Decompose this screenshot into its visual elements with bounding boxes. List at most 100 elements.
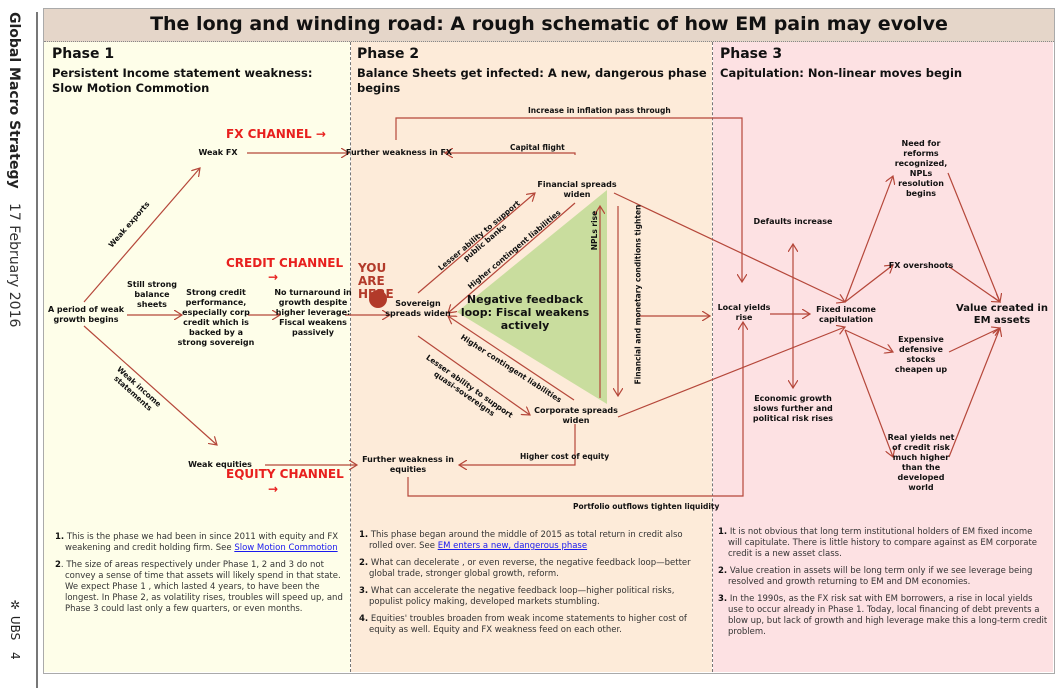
phase2-note-4: 4. Equities' troubles broaden from weak … [359,614,704,636]
equity-channel-label: EQUITY CHANNEL [226,467,344,481]
note-number: 1. [55,532,65,542]
feedback-loop-triangle [457,190,607,404]
node-weak-equities: Weak equities [188,460,252,469]
you-are-here-marker [369,290,387,308]
note-number: 2. [718,566,728,576]
arrow-corporate-to-fixedincome [617,327,845,418]
label-inflation: Increase in inflation pass through [528,106,671,115]
note-number: 2. [359,558,369,568]
phase1-area [44,42,350,672]
phase3-note-1: 1. It is not obvious that long term inst… [718,527,1048,560]
phase3-title: Phase 3 [720,46,783,62]
label-capital-flight: Capital flight [510,143,565,152]
arrow-fixedincome-to-expensive [844,329,893,352]
brand-name: UBS [8,615,22,641]
sidebar-header: Global Macro Strategy 17 February 2016 [6,12,22,327]
sidebar: Global Macro Strategy 17 February 2016 ✲… [0,0,36,694]
phase1-note-2: 2. The size of areas respectively under … [55,560,345,615]
arrow-reforms-to-value [947,172,1000,302]
note-text: In the 1990s, as the FX risk sat with EM… [728,594,1048,637]
phase3-note-3: 3. In the 1990s, as the FX risk sat with… [718,594,1048,638]
phase1-header: Phase 1 Persistent Income statement weak… [52,46,342,96]
ubs-keys-icon: ✲ [8,598,22,612]
note-text: What can decelerate , or even reverse, t… [369,558,691,579]
phase-divider-1 [350,42,351,672]
note-text: This phase began around the middle of 20… [369,530,683,551]
phase1-title: Phase 1 [52,46,115,62]
arrow-expensive-to-value [948,328,1000,353]
arrow-sovereign-to-corporate [417,335,530,415]
you-are-here-label: YOU ARE HERE [358,261,394,301]
fx-channel-label: FX CHANNEL → [226,127,326,141]
credit-channel-label: CREDIT CHANNEL [226,256,344,270]
note-text: What can accelerate the negative feedbac… [369,586,675,607]
report-date: 17 February 2016 [6,203,22,328]
arrow-fxovershoots-to-value [947,265,1000,302]
note-number: 1. [718,527,728,537]
node-fx-overshoots: FX overshoots [888,261,954,270]
node-further-fx: Further weakness in FX [345,148,453,157]
label-fin-monetary: Financial and monetary conditions tighte… [633,204,643,385]
phase3-notes: 1. It is not obvious that long term inst… [718,527,1048,644]
page-title: The long and winding road: A rough schem… [150,13,948,35]
arrow-fixedincome-to-reforms [844,176,893,303]
arrow-corporate-to-sovereign [448,316,575,401]
phase2-notes: 1. This phase began around the middle of… [359,530,704,642]
phase1-note-1: 1. This is the phase we had been in sinc… [55,532,345,554]
label-portfolio: Portfolio outflows tighten liquidity [573,502,720,511]
label-npls: NPLs rise [590,210,600,251]
link-em-new-dangerous-phase[interactable]: EM enters a new, dangerous phase [437,541,588,551]
phase2-header: Phase 2 Balance Sheets get infected: A n… [357,46,707,96]
phase3-note-2: 2. Value creation in assets will be long… [718,566,1048,588]
arrow-growth-to-equities [83,325,217,445]
note-text: . The size of areas respectively under P… [60,560,343,614]
arrow-capitalflight [445,153,576,155]
link-slow-motion-commotion[interactable]: Slow Motion Commotion [234,543,338,553]
arrow-sovereign-to-financial [417,193,535,294]
note-number: 4. [359,614,369,624]
phase2-note-1: 1. This phase began around the middle of… [359,530,704,552]
arrow-portfolio-outflows [407,322,743,497]
figure-frame [43,8,1055,674]
phase3-subtitle: Capitulation: Non-linear moves begin [720,66,963,80]
phase2-note-3: 3. What can accelerate the negative feed… [359,586,704,608]
note-text: Value creation in assets will be long te… [728,566,1033,587]
phase3-header: Phase 3 Capitulation: Non-linear moves b… [720,46,1050,81]
feedback-loop-label: Negative feedback loop: Fiscal weakens a… [460,293,590,332]
note-text: This is the phase we had been in since 2… [65,532,339,553]
note-number: 3. [718,594,728,604]
node-defaults: Defaults increase [753,217,833,226]
note-number: 3. [359,586,369,596]
arrow-fixedincome-to-fxovershoots [844,265,893,303]
phase-divider-2 [712,42,713,672]
arrow-fixedincome-to-realyields [844,329,893,457]
phase1-notes: 1. This is the phase we had been in sinc… [55,532,345,621]
note-number: 1. [359,530,369,540]
arrow-growth-to-weakfx [83,168,200,303]
phase1-subtitle: Persistent Income statement weakness: Sl… [52,66,313,95]
brand-footer: ✲ UBS 4 [8,598,22,660]
arrow-inflation-to-localyields [395,117,742,282]
arrow-realyields-to-value [948,328,1000,458]
equity-channel-arrow: → [268,482,279,496]
phase2-note-2: 2. What can decelerate , or even reverse… [359,558,704,580]
arrow-financial-to-sovereign [448,202,576,313]
note-number: 2 [55,560,61,570]
sidebar-divider [36,12,38,688]
phase2-subtitle: Balance Sheets get infected: A new, dang… [357,66,707,95]
